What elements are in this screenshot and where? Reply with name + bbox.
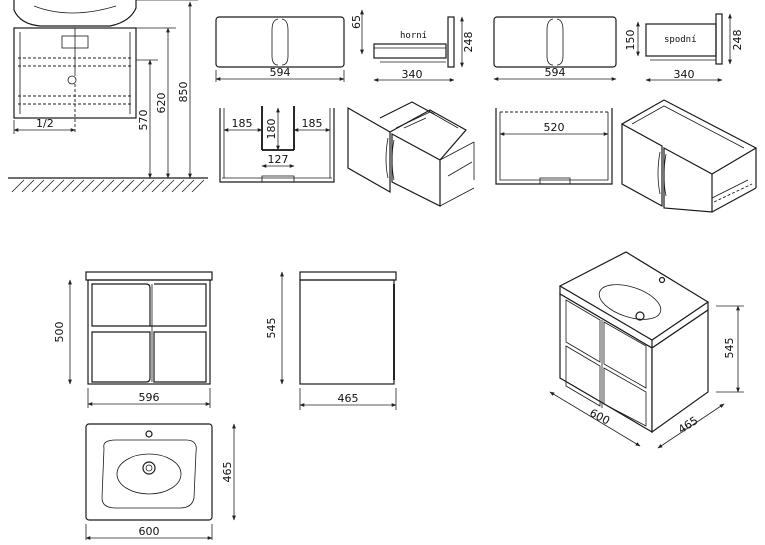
height-850-label: 850 <box>177 82 190 103</box>
top-basin-outline <box>85 423 213 521</box>
top-drawer-side-label: horní <box>400 31 427 41</box>
bottom-drawer-side-view: spodní 150 248 340 <box>624 13 744 82</box>
top-drawer-side-height-label: 65 <box>350 15 363 29</box>
top-drawer-width-label: 594 <box>270 66 291 79</box>
section-right-width-label: 185 <box>302 117 323 130</box>
side-cabinet-body <box>299 279 395 385</box>
top-width-label: 600 <box>139 525 160 538</box>
tap-hole-icon <box>145 430 153 438</box>
basin-bowl-line <box>33 5 117 14</box>
iso-depth-label: 465 <box>676 414 701 436</box>
top-drawer-depth-label: 340 <box>402 68 423 81</box>
floor-hatch <box>11 179 205 193</box>
wall-section-view: 1/2 570 620 850 <box>8 0 208 193</box>
side-height-label: 545 <box>265 318 278 339</box>
section-mid-height-label: 180 <box>265 119 278 140</box>
top-drawer-side-view: horní 65 248 340 <box>350 9 475 82</box>
iso-tap-hole-icon <box>658 276 666 284</box>
iso-side-face <box>651 308 709 434</box>
bottom-drawer-section-view: 520 <box>495 108 613 185</box>
bottom-drawer-iso-view <box>621 99 758 213</box>
side-basin-top <box>299 271 397 281</box>
iso-drain-icon <box>635 311 645 321</box>
top-basin-bowl <box>101 439 197 509</box>
top-drawer-front-height-label: 248 <box>462 32 475 53</box>
top-depth-label: 465 <box>221 462 234 483</box>
bottom-drawer-width-label: 594 <box>545 66 566 79</box>
front-height-label: 500 <box>53 322 66 343</box>
drain-outlet <box>67 75 77 85</box>
top-drawer-section-view: 185 185 180 127 <box>219 106 335 183</box>
drain-icon <box>142 461 156 475</box>
bottom-section-inner-width-label: 520 <box>544 121 565 134</box>
front-basin-top <box>85 271 213 281</box>
section-mid-width-label: 127 <box>268 153 289 166</box>
front-cabinet-body <box>87 279 211 385</box>
bottom-drawer-depth-label: 340 <box>674 68 695 81</box>
front-view: 500 596 <box>53 271 213 408</box>
height-620-label: 620 <box>155 93 168 114</box>
top-drawer-front-view: 594 <box>215 16 345 82</box>
bottom-drawer-front-view: 594 <box>493 16 617 81</box>
center-ratio-label: 1/2 <box>36 117 54 130</box>
top-view: 465 600 <box>85 423 236 540</box>
front-width-label: 596 <box>139 391 160 404</box>
iso-height-label: 545 <box>723 338 736 359</box>
iso-width-label: 600 <box>587 406 612 427</box>
top-drawer-iso-view <box>347 101 475 207</box>
section-left-width-label: 185 <box>232 117 253 130</box>
basin-section <box>13 0 137 27</box>
side-view: 545 465 <box>265 271 397 410</box>
bottom-drawer-side-label: spodní <box>664 35 697 45</box>
bottom-drawer-side-height-label: 150 <box>624 30 637 51</box>
bottom-drawer-front-height-label: 248 <box>731 30 744 51</box>
isometric-view: 545 600 465 <box>549 251 744 449</box>
height-570-label: 570 <box>137 110 150 131</box>
side-depth-label: 465 <box>338 392 359 405</box>
